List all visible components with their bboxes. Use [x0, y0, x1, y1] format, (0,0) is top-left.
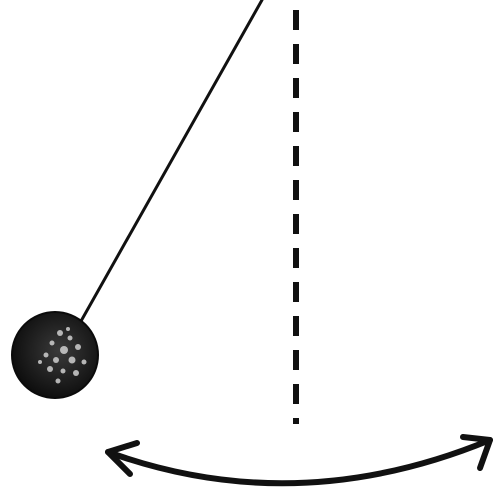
swing-arc	[108, 440, 490, 483]
pendulum-string	[76, 0, 262, 330]
swing-arc-arrow	[108, 437, 490, 483]
right-arrowhead	[463, 437, 490, 468]
pendulum-bob	[12, 312, 98, 398]
